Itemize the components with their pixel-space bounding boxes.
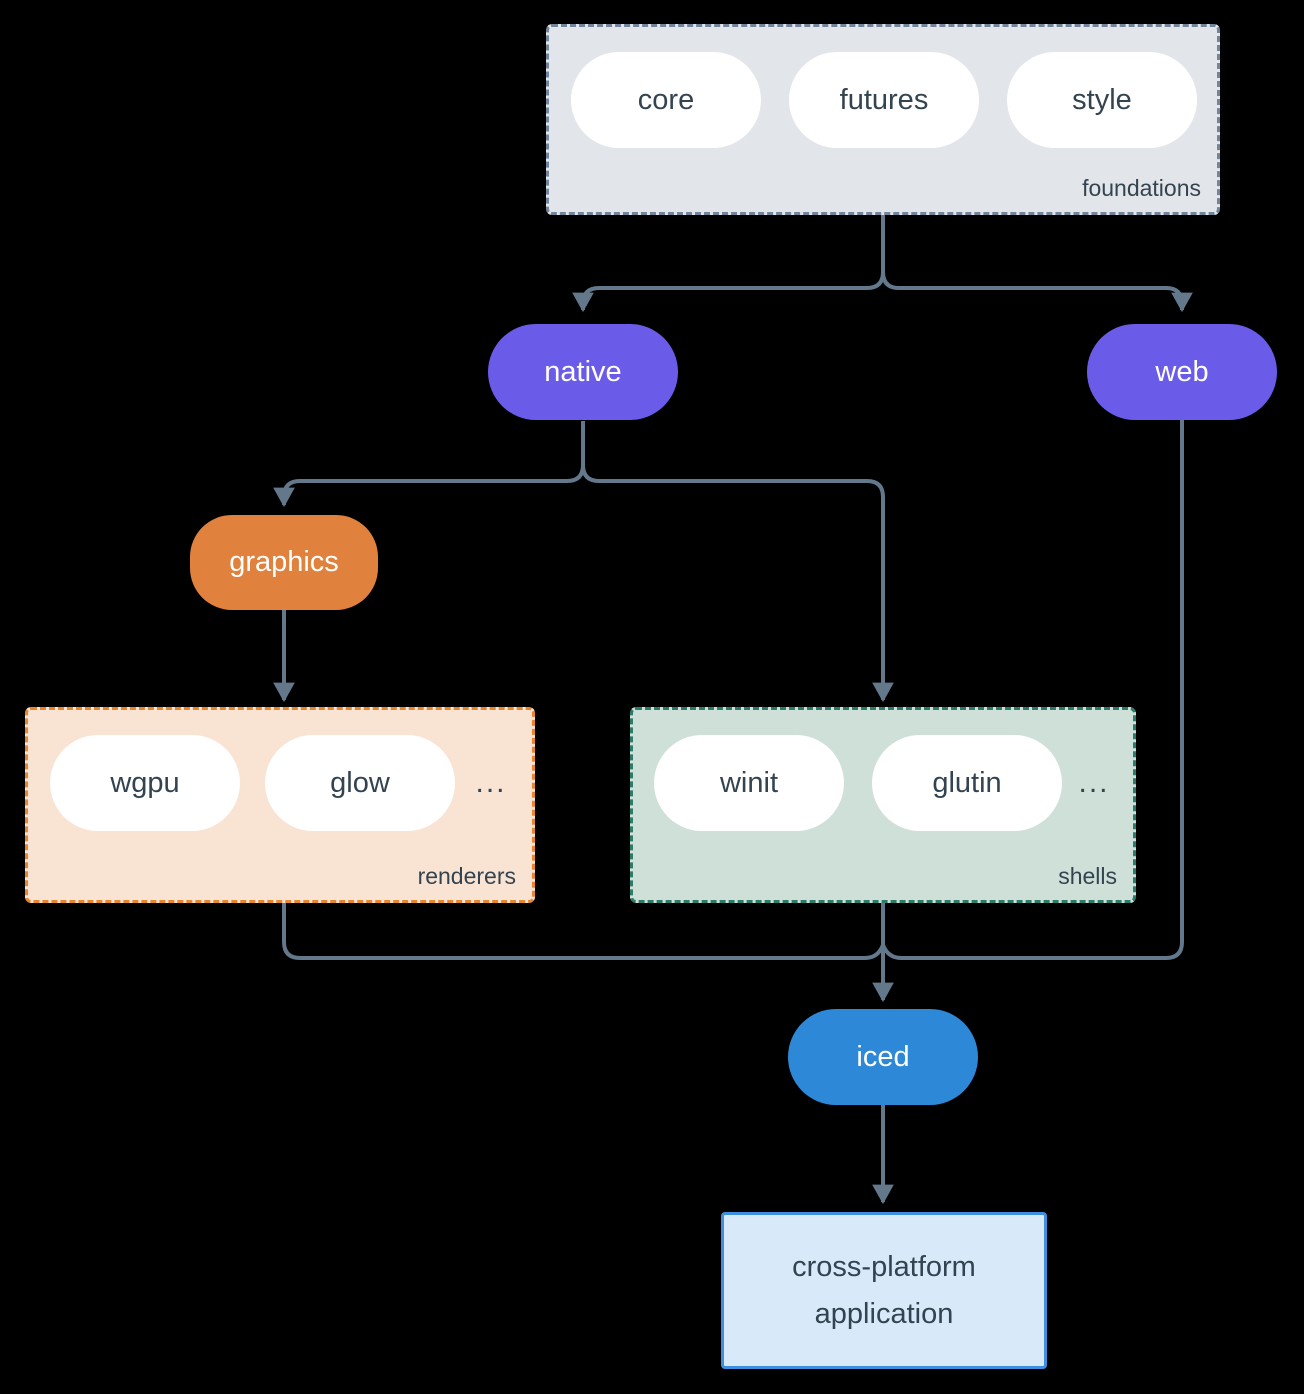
foundations-group-label: foundations [1082, 175, 1201, 201]
edge-foundations-to-web [881, 271, 1193, 313]
crate-pill-label: glutin [932, 766, 1002, 799]
crate-pill-label: wgpu [110, 766, 180, 799]
crate-pill-label: core [637, 83, 695, 116]
crate-pill-label: style [1072, 83, 1132, 116]
application-label: cross-platform application [792, 1251, 976, 1330]
node-graphics: graphics [190, 515, 378, 610]
node-label: graphics [229, 546, 339, 578]
crate-pill-wgpu: wgpu [50, 735, 240, 831]
node-iced: iced [788, 1009, 978, 1105]
shells-group-label: shells [1058, 863, 1117, 889]
crate-pill-label: winit [719, 766, 778, 799]
application-box: cross-platform application [721, 1212, 1047, 1369]
edge-web-to-merge [881, 418, 1184, 960]
node-native: native [488, 324, 678, 420]
crate-pill-style: style [1007, 52, 1197, 148]
crate-pill-label: futures [839, 83, 929, 116]
renderers-ellipsis: ... [475, 766, 507, 799]
node-web: web [1087, 324, 1277, 420]
shells-group: winit glutin ... shells [630, 707, 1136, 903]
crate-pill-label: glow [330, 766, 390, 799]
crate-pill-core: core [571, 52, 761, 148]
node-label: iced [856, 1040, 910, 1073]
edge-native-to-graphics [273, 464, 585, 508]
crate-pill-glutin: glutin [872, 735, 1062, 831]
shells-ellipsis: ... [1078, 766, 1110, 799]
renderers-group-label: renderers [417, 863, 516, 889]
crate-pill-futures: futures [789, 52, 979, 148]
edge-renderers-to-merge [282, 903, 885, 960]
edge-foundations-to-native [572, 271, 885, 313]
renderers-group: wgpu glow ... renderers [25, 707, 535, 903]
foundations-group: core futures style foundations [546, 24, 1220, 215]
crate-pill-glow: glow [265, 735, 455, 831]
node-label: native [544, 355, 622, 388]
crate-pill-winit: winit [654, 735, 844, 831]
edge-native-to-shells [581, 464, 894, 703]
node-label: web [1155, 355, 1209, 388]
